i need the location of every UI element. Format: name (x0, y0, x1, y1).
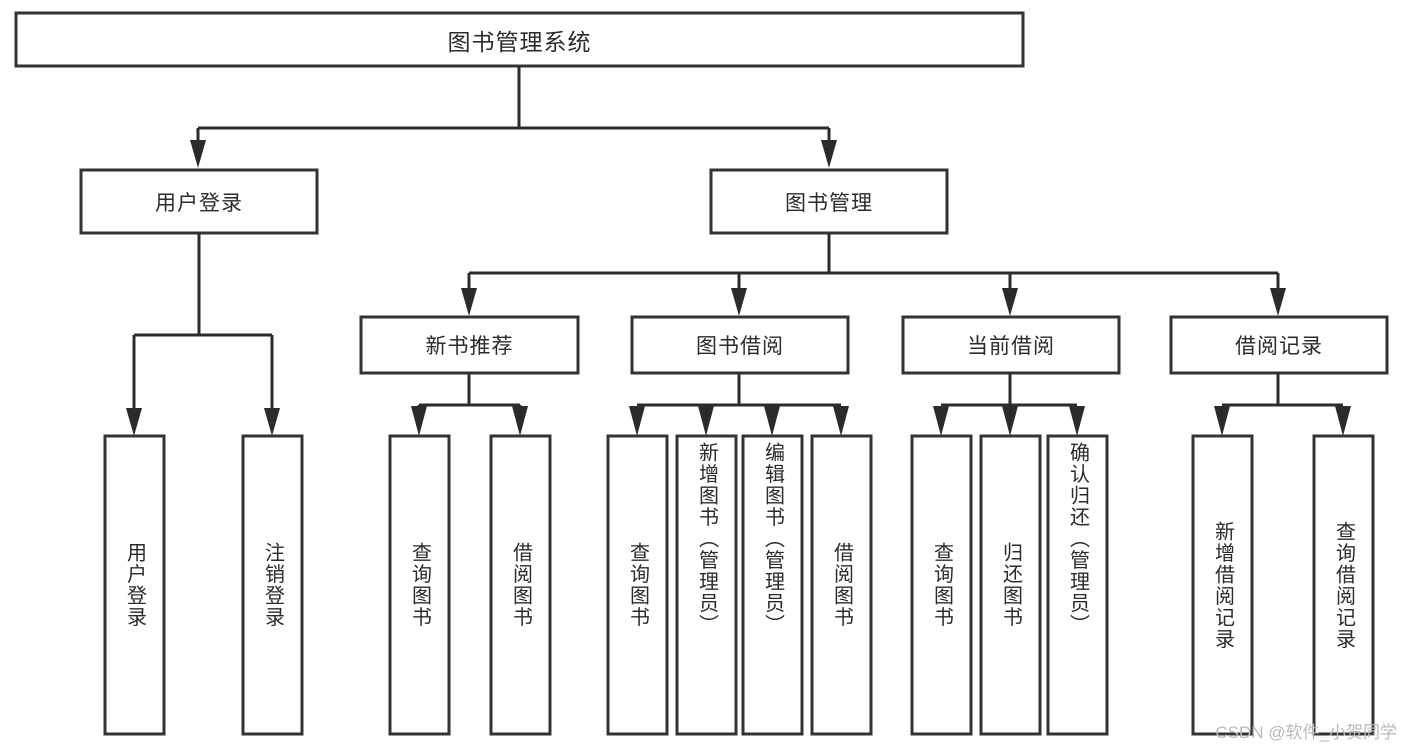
arrow-to-leaf-nbr-borrow-book (512, 406, 528, 436)
arrow-to-leaf-nbr-query-book (411, 406, 427, 436)
node-book-management[interactable] (709, 168, 949, 235)
node-leaf-cb-return-book[interactable] (979, 434, 1042, 736)
arrow-to-leaf-bb-add-book (698, 406, 714, 436)
node-leaf-nbr-borrow-book[interactable] (489, 434, 552, 736)
arrow-to-leaf-bb-query-book (629, 406, 645, 436)
node-leaf-bb-borrow-book[interactable] (810, 434, 873, 736)
node-user-login[interactable] (79, 168, 319, 235)
arrow-to-leaf-logout (264, 408, 280, 436)
arrow-to-user-login (190, 140, 206, 168)
arrow-to-leaf-cb-confirm-return (1069, 406, 1085, 436)
node-leaf-cb-confirm-return[interactable] (1046, 434, 1109, 736)
node-leaf-br-add-record[interactable] (1191, 434, 1254, 736)
node-leaf-bb-query-book[interactable] (606, 434, 669, 736)
arrow-to-leaf-bb-edit-book (764, 406, 780, 436)
arrow-to-leaf-cb-query-book (933, 406, 949, 436)
node-current-borrow[interactable] (901, 315, 1121, 375)
arrow-to-book-borrow (731, 288, 747, 316)
node-leaf-br-query-record[interactable] (1312, 434, 1375, 736)
node-leaf-user-login[interactable] (103, 434, 166, 736)
arrow-to-leaf-user-login (126, 408, 142, 436)
arrow-to-leaf-br-add-record (1214, 406, 1230, 436)
arrow-to-current-borrow (1002, 288, 1018, 316)
node-leaf-cb-query-book[interactable] (910, 434, 973, 736)
arrow-to-borrow-record (1270, 288, 1286, 316)
node-leaf-bb-add-book[interactable] (675, 434, 738, 736)
arrow-to-leaf-br-query-record (1335, 406, 1351, 436)
arrow-to-leaf-bb-borrow-book (833, 406, 849, 436)
node-root-book-management-system[interactable] (14, 11, 1025, 68)
node-leaf-logout[interactable] (241, 434, 304, 736)
arrow-to-new-book-recommend (461, 288, 477, 316)
arrow-to-leaf-cb-return-book (1002, 406, 1018, 436)
node-new-book-recommend[interactable] (359, 315, 580, 375)
node-borrow-record[interactable] (1169, 315, 1389, 375)
arrow-to-book-management (821, 140, 837, 168)
node-book-borrow[interactable] (630, 315, 850, 375)
node-leaf-nbr-query-book[interactable] (388, 434, 451, 736)
node-leaf-bb-edit-book[interactable] (741, 434, 804, 736)
